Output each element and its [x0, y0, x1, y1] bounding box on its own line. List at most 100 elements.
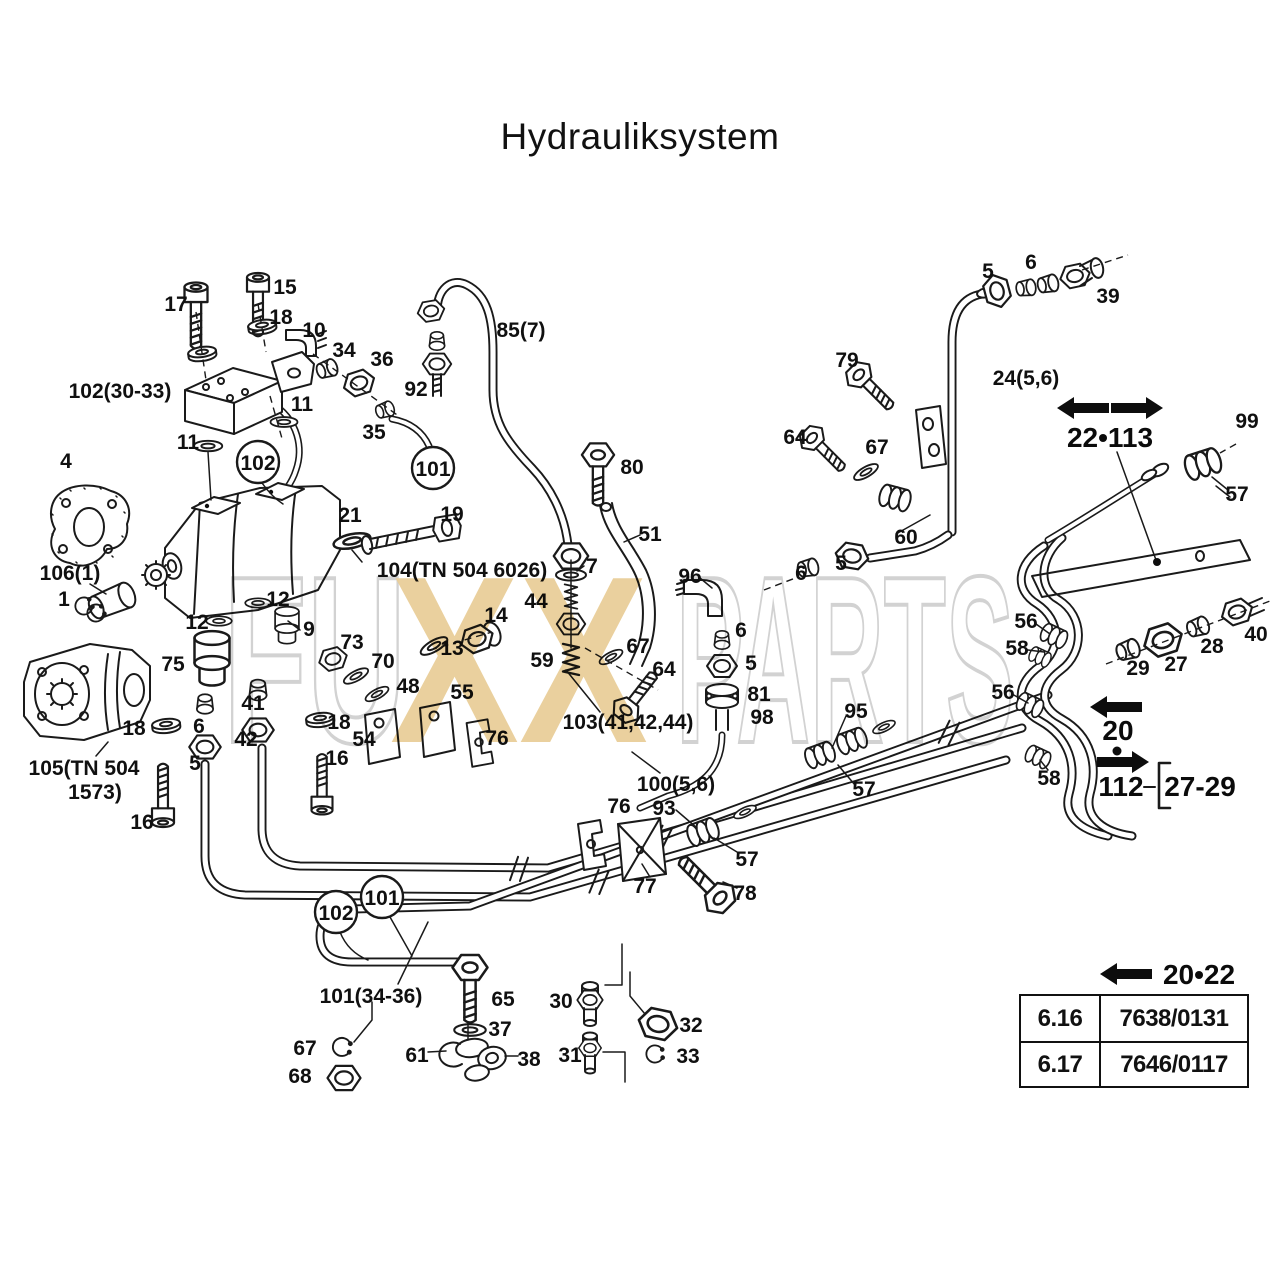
assembly-ref-circle: 102: [235, 439, 281, 485]
part-number-label: 33: [676, 1045, 699, 1068]
part-number-label: 64: [783, 426, 807, 449]
part-number-label: 29: [1126, 657, 1149, 680]
part-number-label: 78: [733, 882, 757, 905]
page-title: Hydrauliksystem: [500, 116, 780, 157]
part-number-label: 60: [894, 526, 917, 549]
part-number-label: 75: [161, 653, 185, 676]
direction-arrow-left-icon: [1057, 397, 1109, 419]
part-number-label: 16: [130, 811, 153, 834]
part-number-label: 68: [288, 1065, 312, 1088]
part-number-label: 56: [1014, 610, 1037, 633]
part-number-label: 58: [1005, 637, 1029, 660]
part-number-label: 56: [991, 681, 1014, 704]
part-number-label: 51: [638, 523, 662, 546]
part-number-label: 79: [835, 349, 858, 372]
part-number-label: 9: [303, 618, 315, 641]
svg-text:101: 101: [415, 458, 450, 481]
assembly-ref-circle: 102: [313, 889, 359, 935]
part-number-label: 1: [58, 588, 70, 611]
part-number-label: 104(TN 504 6026): [377, 559, 547, 582]
revision-table: 6.16 7638/0131 6.17 7646/0117: [1019, 994, 1249, 1088]
part-number-label: 58: [1037, 767, 1061, 790]
part-number-label: 76: [485, 727, 508, 750]
revision-table-cell: 6.16: [1037, 1004, 1083, 1032]
part-number-label: 14: [484, 604, 508, 627]
part-number-label: 18: [122, 717, 146, 740]
direction-arrow-left-icon: [1100, 963, 1152, 985]
part-number-label: 48: [396, 675, 420, 698]
part-number-label: 27: [1164, 653, 1187, 676]
part-number-label: 73: [340, 631, 363, 654]
part-number-label: 12: [266, 588, 289, 611]
ref-20-22: 20•22: [1163, 959, 1235, 990]
part-number-label: 61: [405, 1044, 429, 1067]
gasket-4: [49, 484, 131, 567]
part-number-label: 17: [164, 293, 187, 316]
part-number-label: 5: [745, 652, 757, 675]
tandem-pump: [141, 482, 341, 619]
part-number-label: 6: [735, 619, 747, 642]
part-number-label: 30: [549, 990, 572, 1013]
part-number-label: 4: [60, 450, 72, 473]
svg-text:102: 102: [240, 452, 275, 475]
part-number-label: 93: [652, 797, 675, 820]
part-number-label: 5: [982, 260, 994, 283]
part-number-label: 38: [517, 1048, 541, 1071]
svg-text:101: 101: [364, 887, 399, 910]
part-number-label: 13: [440, 637, 463, 660]
part-number-label: 70: [371, 650, 394, 673]
part-number-label: 18: [327, 711, 351, 734]
part-number-label: 101(34-36): [320, 985, 423, 1008]
ref-20: 20: [1102, 715, 1133, 746]
valve-block-102: [184, 367, 283, 435]
part-number-label: 10: [302, 319, 325, 342]
part-number-label: 57: [1225, 483, 1248, 506]
part-number-label: 6: [795, 562, 807, 585]
part-number-label: 35: [362, 421, 386, 444]
part-number-label: 24(5,6): [993, 367, 1060, 390]
ref-27-29: 27-29: [1164, 771, 1236, 802]
direction-arrow-left-icon: [1090, 696, 1142, 718]
part-number-label: 105(TN 504: [29, 757, 140, 780]
part-number-label: 18: [269, 306, 293, 329]
svg-text:102: 102: [318, 902, 353, 925]
part-number-label: 21: [338, 504, 362, 527]
part-number-label: 28: [1200, 635, 1224, 658]
part-number-label: 77: [633, 875, 656, 898]
assembly-ref-circle: 101: [410, 445, 456, 491]
part-number-label: 100(5,6): [637, 773, 715, 796]
part-number-label: 92: [404, 378, 427, 401]
assembly-ref-circles: 102 101 102 101: [235, 439, 456, 935]
part-number-label: 96: [678, 565, 701, 588]
part-number-label: 11: [291, 393, 314, 416]
revision-table-cell: 7646/0117: [1099, 1041, 1247, 1086]
part-number-label: 7: [586, 555, 598, 578]
part-number-label: 6: [1025, 251, 1037, 274]
part-number-label: 67: [293, 1037, 316, 1060]
part-number-label: 44: [524, 590, 548, 613]
assembly-ref-circle: 101: [359, 874, 405, 920]
part-number-label: 76: [607, 795, 630, 818]
part-number-label: 15: [273, 276, 297, 299]
part-number-label: 37: [488, 1018, 511, 1041]
part-number-label: 6: [193, 715, 205, 738]
part-number-label: 65: [491, 988, 515, 1011]
ref-22-113: 22•113: [1067, 422, 1153, 453]
bullet-dot: [1112, 746, 1122, 756]
leader-lines: [89, 254, 1271, 1083]
steering-pump-105: [23, 643, 151, 741]
part-number-label: 34: [332, 339, 356, 362]
part-number-label: 55: [450, 681, 474, 704]
direction-arrow-right-icon: [1111, 397, 1163, 419]
direction-refs: 22•113 20 112 27-29 20•22: [1057, 397, 1236, 990]
part-number-label: 31: [558, 1044, 582, 1067]
revision-table-cell: 6.17: [1021, 1041, 1099, 1086]
part-number-label: 64: [652, 658, 676, 681]
part-number-label: 5: [189, 752, 201, 775]
part-number-label: 67: [865, 436, 888, 459]
part-number-label: 39: [1096, 285, 1119, 308]
part-number-label: 54: [352, 728, 376, 751]
part-number-label: 57: [852, 778, 875, 801]
part-number-label: 95: [844, 700, 868, 723]
